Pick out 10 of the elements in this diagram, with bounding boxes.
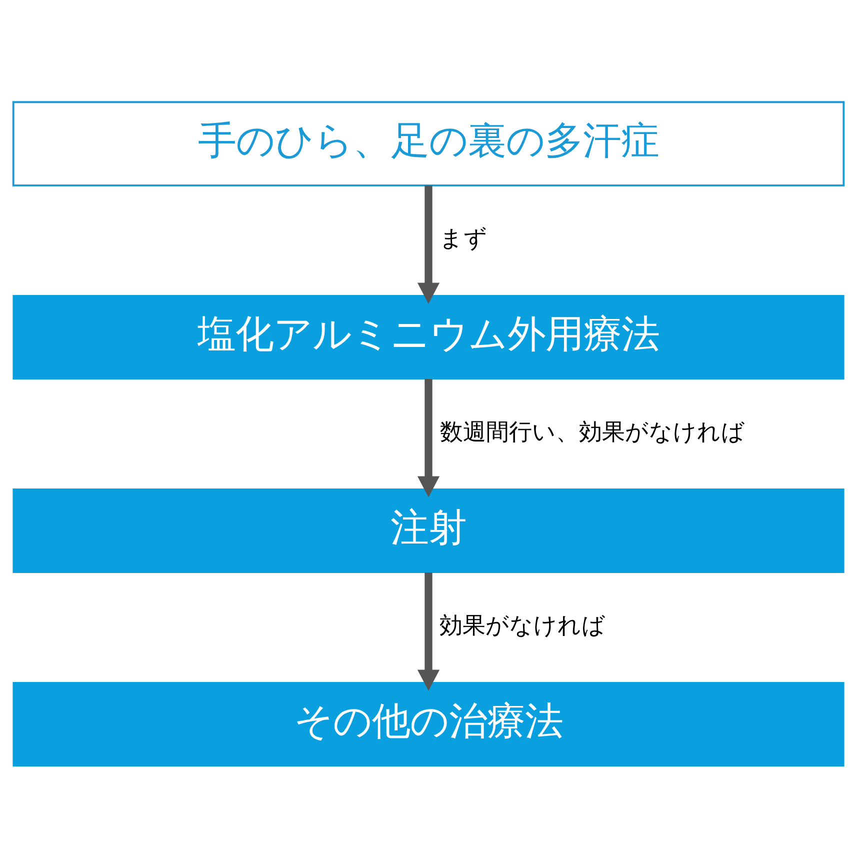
edge-label: まず — [440, 226, 488, 252]
arrow — [417, 572, 440, 690]
node-box: 手のひら、足の裏の多汗症 — [12, 100, 845, 186]
edge-label: 効果がなければ — [439, 612, 606, 639]
arrow — [417, 378, 440, 497]
node-box: 注射 — [12, 488, 844, 573]
edge-label: 数週間行い、効果がなければ — [440, 419, 745, 446]
node-box: 塩化アルミニウム外用療法 — [12, 294, 844, 380]
arrow — [417, 185, 440, 304]
node-box: その他の治療法 — [12, 681, 844, 766]
